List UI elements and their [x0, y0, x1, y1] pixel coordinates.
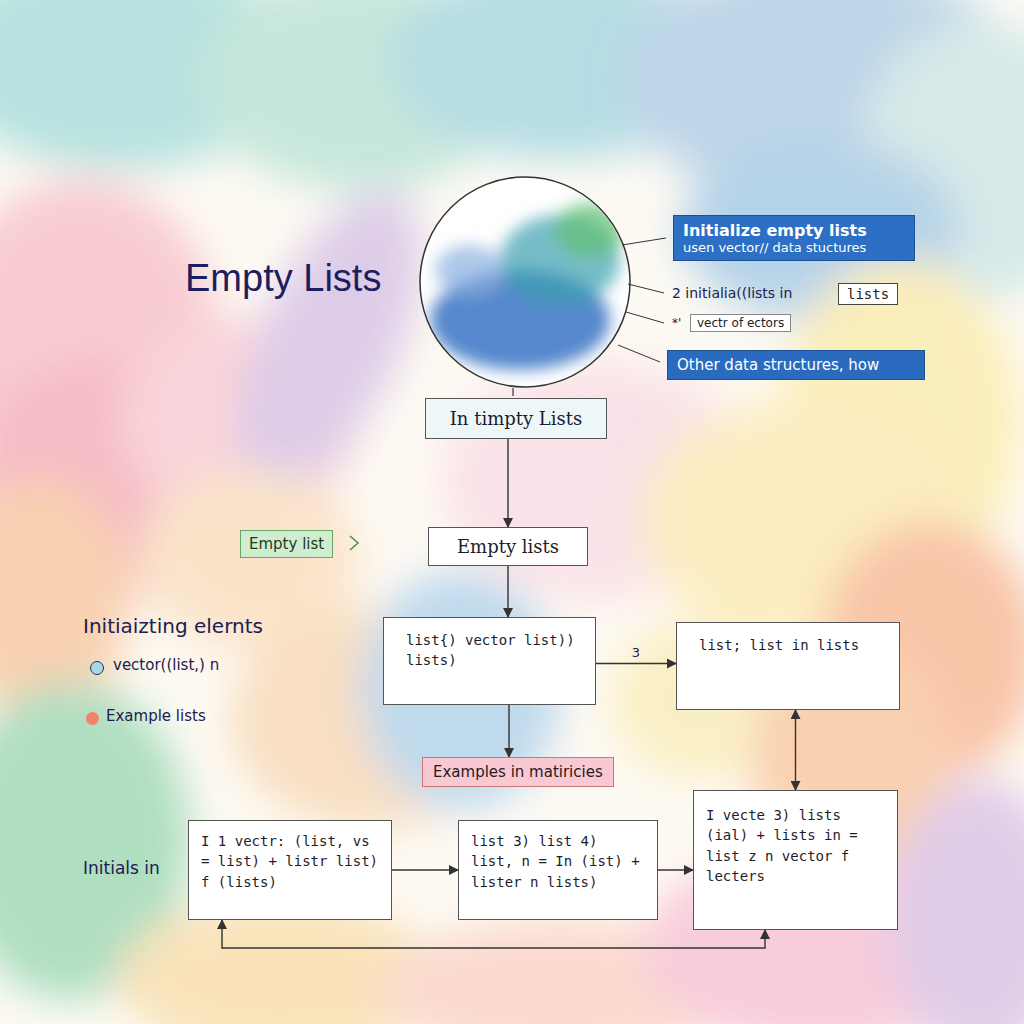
code-box: list 3) list 4) list, n = In (ist) + lis…: [458, 820, 658, 920]
node-text: In timpty Lists: [434, 408, 598, 429]
note-label: 2 initialia((lists in: [672, 285, 792, 301]
tag-box: Examples in matiricies: [422, 757, 614, 787]
node-text: list 3) list 4) list, n = In (ist) + lis…: [471, 831, 645, 892]
legend-swatch: [86, 712, 99, 725]
node-text: lists: [847, 286, 889, 302]
process-box: In timpty Lists: [425, 398, 607, 439]
diagram-title: Empty Lists: [185, 257, 381, 300]
small-box: lists: [838, 283, 898, 305]
node-text: Examples in matiricies: [433, 763, 603, 781]
connector-arrow: [507, 566, 508, 617]
code-box: list; list in lists: [676, 622, 900, 710]
legend-text: Example lists: [106, 707, 206, 725]
small-box: vectr of ectors: [690, 314, 791, 332]
connector-arrow: [658, 869, 693, 870]
node-text: I 1 vectr: (list, vs = list) + listr lis…: [201, 831, 379, 892]
tag-chevron: [350, 536, 358, 550]
connector-arrow: [507, 439, 508, 527]
connector-arrow: [508, 705, 509, 757]
connector-arrow: [596, 663, 676, 664]
section-label: Initials in: [83, 858, 160, 878]
code-box: list{) vector list)) lists): [383, 617, 596, 705]
code-box: I 1 vectr: (list, vs = list) + listr lis…: [188, 820, 392, 920]
edge-label: 3: [629, 645, 643, 660]
process-box: Empty lists: [428, 527, 588, 566]
legend-text: vector((list,) n: [113, 656, 219, 674]
code-box: I vecte 3) lists (ial) + lists in = list…: [693, 790, 898, 930]
header-box: Other data structures, how: [667, 350, 925, 380]
header-box: Initialize empty listsusen vector// data…: [673, 215, 915, 261]
node-text: Other data structures, how: [677, 356, 915, 374]
node-text: vectr of ectors: [697, 316, 784, 330]
node-text: Empty lists: [437, 536, 579, 557]
node-text: Empty list: [249, 535, 324, 553]
globe-illustration: [420, 177, 630, 396]
leader-lines: [618, 238, 666, 362]
tag-box: Empty list: [240, 530, 333, 558]
section-label: Initiaizting elernts: [83, 614, 263, 638]
node-text: list{) vector list)) lists): [406, 630, 581, 671]
node-text: list; list in lists: [699, 635, 885, 655]
connector-arrow: [392, 869, 458, 870]
node-text: I vecte 3) lists (ial) + lists in = list…: [706, 805, 885, 886]
node-text: Initialize empty lists: [683, 221, 905, 240]
bullet-mark: *': [672, 316, 681, 330]
connector-arrow: [795, 710, 796, 790]
connector-arrow: [222, 920, 765, 948]
legend-swatch: [90, 661, 104, 675]
node-subtext: usen vector// data stuctures: [683, 240, 905, 255]
